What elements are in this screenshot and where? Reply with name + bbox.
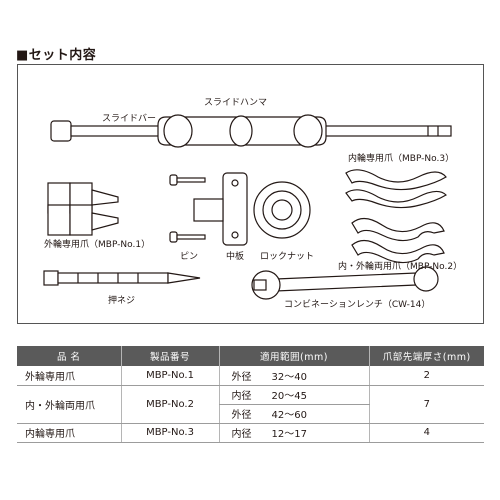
range-value: 20～45 [271, 391, 307, 402]
table-row: 外輪専用爪 MBP-No.1 外径 32～40 2 [17, 366, 484, 386]
cell-range: 外径 32～40 [218, 366, 369, 386]
wrench-icon [251, 266, 439, 300]
cell-name: 内輪専用爪 [17, 423, 121, 443]
table-header-row: 品 名 製品番号 適用範囲(mm) 爪部先端厚さ(mm) [17, 346, 484, 366]
header-code: 製品番号 [120, 346, 219, 366]
cell-range: 内径 20～45 [218, 385, 369, 405]
set-contents-panel: スライドバー スライドハンマ 内輪専用爪（MBP-No.3） 外輪専用爪（MBP… [17, 64, 484, 324]
label-lock-nut: ロックナット [260, 252, 315, 262]
cell-range: 内径 12～17 [218, 423, 369, 443]
cell-thickness: 7 [368, 385, 484, 424]
label-combination-wrench: コンビネーションレンチ（CW-14） [284, 300, 431, 310]
label-dual-claw: 内・外輪両用爪（MBP-No.2） [338, 262, 463, 272]
cell-name: 内・外輪両用爪 [17, 385, 121, 424]
push-screw-icon [43, 270, 201, 286]
label-inner-claw: 内輪専用爪（MBP-No.3） [348, 154, 455, 164]
header-range: 適用範囲(mm) [218, 346, 369, 366]
range-value: 12～17 [271, 429, 307, 440]
table-row: 内・外輪両用爪 MBP-No.2 内径 20～45 7 [17, 385, 484, 424]
label-pin: ピン [180, 252, 199, 262]
header-name: 品 名 [17, 346, 121, 366]
cell-name: 外輪専用爪 [17, 366, 121, 386]
cell-thickness: 2 [368, 366, 484, 386]
header-thickness: 爪部先端厚さ(mm) [368, 346, 484, 366]
label-slide-bar: スライドバー [102, 114, 157, 124]
label-slide-hammer: スライドハンマ [204, 98, 268, 108]
label-push-screw: 押ネジ [108, 296, 136, 306]
table-row: 外径 42～60 [17, 404, 484, 424]
range-kind: 外径 [231, 371, 252, 383]
range-value: 32～40 [271, 371, 307, 383]
range-kind: 内径 [231, 429, 252, 440]
spec-table: 品 名 製品番号 適用範囲(mm) 爪部先端厚さ(mm) 外輪専用爪 MBP-N… [17, 346, 484, 443]
label-middle-plate: 中板 [226, 252, 245, 262]
tools-illustration [43, 114, 452, 300]
cell-range: 外径 42～60 [218, 404, 369, 424]
cell-code: MBP-No.2 [120, 385, 219, 424]
label-outer-claw: 外輪専用爪（MBP-No.1） [44, 240, 151, 250]
range-kind: 外径 [231, 410, 252, 421]
range-kind: 内径 [231, 391, 252, 402]
cell-code: MBP-No.3 [120, 423, 219, 443]
cell-thickness: 4 [368, 423, 484, 443]
range-value: 42～60 [271, 410, 307, 421]
lock-nut-icon [253, 181, 311, 239]
pin-icon [169, 174, 206, 243]
outer-claw-icon [47, 182, 119, 236]
slide-hammer-icon [50, 114, 452, 148]
section-heading: ■セット内容 [16, 48, 97, 63]
table-row: 内輪専用爪 MBP-No.3 内径 12～17 4 [17, 423, 484, 443]
middle-plate-icon [193, 172, 248, 246]
dual-claw-icon [351, 217, 445, 264]
cell-code: MBP-No.1 [120, 366, 219, 386]
inner-claw-icon [345, 169, 447, 209]
